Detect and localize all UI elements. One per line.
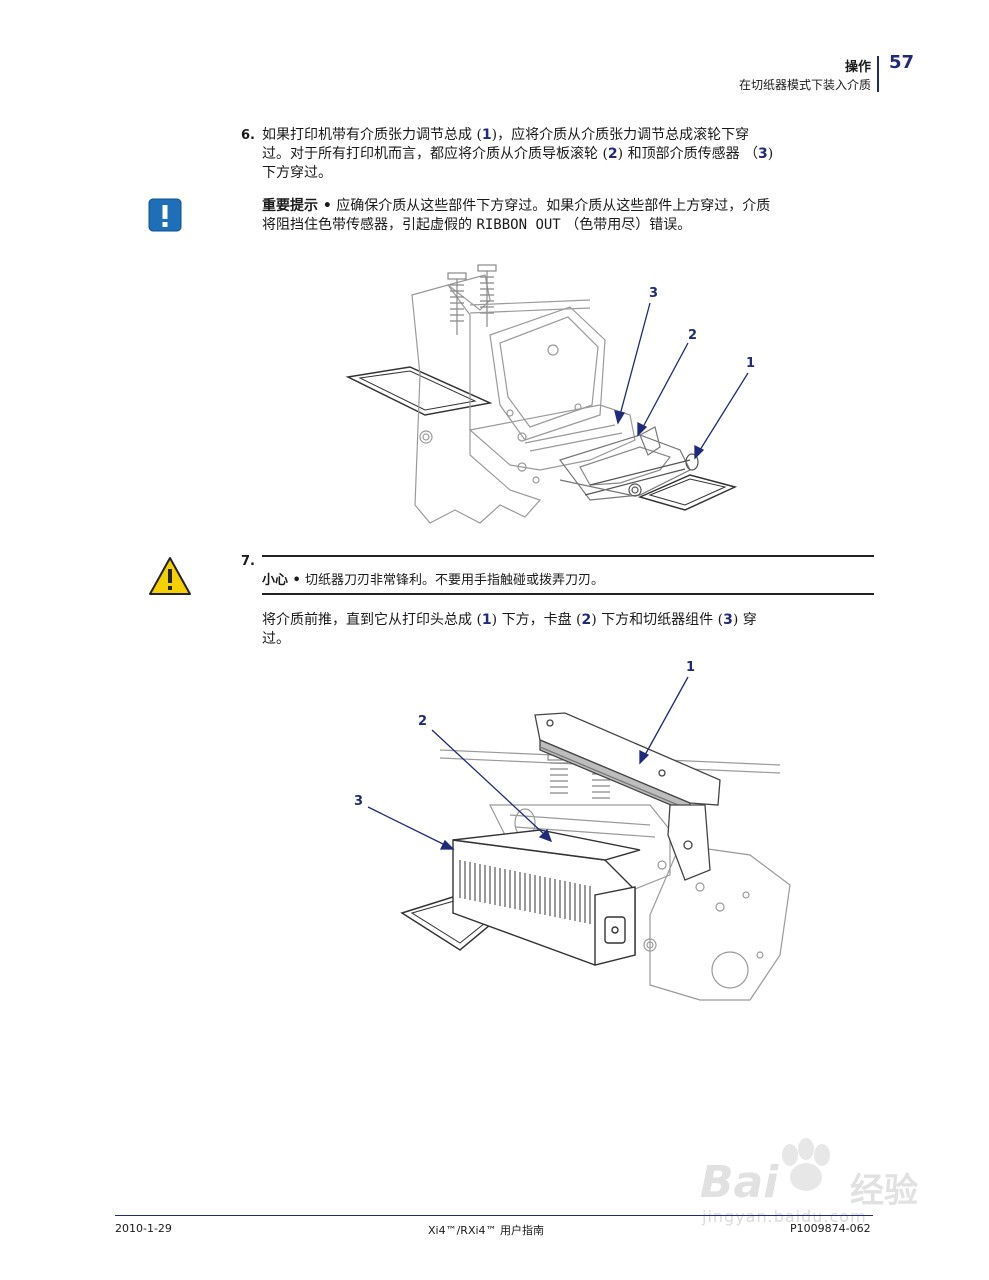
page-number: 57 <box>889 52 915 73</box>
step7-text: 将介质前推，直到它从打印头总成 (1) 下方，卡盘 (2) 下方和切纸器组件 (… <box>262 611 877 649</box>
step6-text: 如果打印机带有介质张力调节总成 (1)，应将介质从介质张力调节总成滚轮下穿 过。… <box>262 126 877 183</box>
caution-bottom-rule <box>262 593 874 595</box>
fig1-callout-2: 2 <box>688 328 697 343</box>
caution-icon <box>149 557 191 595</box>
section-title: 操作 <box>844 60 871 75</box>
fig2-callout-2: 2 <box>418 714 427 729</box>
step7-line1: 将介质前推，直到它从打印头总成 (1) 下方，卡盘 (2) 下方和切纸器组件 (… <box>262 612 757 628</box>
caution-label: 小心 • <box>262 573 301 588</box>
footer-title: Xi4™/RXi4™ 用户指南 <box>428 1224 545 1237</box>
watermark-url: jingyan.baidu.com <box>702 1207 867 1226</box>
step7-line2: 过。 <box>262 631 290 647</box>
watermark: Bai 经验 jingyan.baidu.com <box>700 1135 940 1226</box>
important-note: 重要提示 • 应确保介质从这些部件下方穿过。如果介质从这些部件上方穿过，介质 将… <box>262 197 877 235</box>
step6-line1: 如果打印机带有介质张力调节总成 (1)，应将介质从介质张力调节总成滚轮下穿 <box>262 127 750 143</box>
watermark-brand-cn: 经验 <box>850 1171 918 1211</box>
caution-top-rule <box>262 555 874 557</box>
footer-rule <box>115 1215 873 1216</box>
fig1-callout-3: 3 <box>649 286 658 301</box>
figure-media-through-cutter: 1 2 3 <box>354 660 791 1001</box>
step-number-6: 6. <box>241 128 255 143</box>
figure-media-path-under-rollers: 3 2 1 <box>345 264 755 524</box>
important-line1: 重要提示 • 应确保介质从这些部件下方穿过。如果介质从这些部件上方穿过，介质 <box>262 198 771 214</box>
footer-part-number: P1009874-062 <box>790 1222 871 1235</box>
step6-line3: 下方穿过。 <box>262 165 332 181</box>
header-divider <box>877 56 879 92</box>
fig1-callout-1: 1 <box>746 356 755 371</box>
important-line2: 将阻挡住色带传感器，引起虚假的 RIBBON OUT （色带用尽）错误。 <box>262 217 692 233</box>
fig2-callout-1: 1 <box>686 660 695 675</box>
important-icon <box>148 198 182 232</box>
watermark-brand: Bai <box>700 1157 779 1208</box>
fig2-callout-3: 3 <box>354 794 363 809</box>
subsection-title: 在切纸器模式下装入介质 <box>738 78 871 92</box>
caution-text: 小心 • 切纸器刀刃非常锋利。不要用手指触碰或拨弄刀刃。 <box>262 573 604 588</box>
important-label: 重要提示 • <box>262 198 332 214</box>
step-number-7: 7. <box>241 554 255 569</box>
step6-line2: 过。对于所有打印机而言，都应将介质从介质导板滚轮 (2) 和顶部介质传感器 （3… <box>262 146 774 162</box>
error-code: RIBBON OUT <box>476 217 561 233</box>
footer-date: 2010-1-29 <box>115 1222 172 1235</box>
paw-logo <box>782 1138 830 1191</box>
